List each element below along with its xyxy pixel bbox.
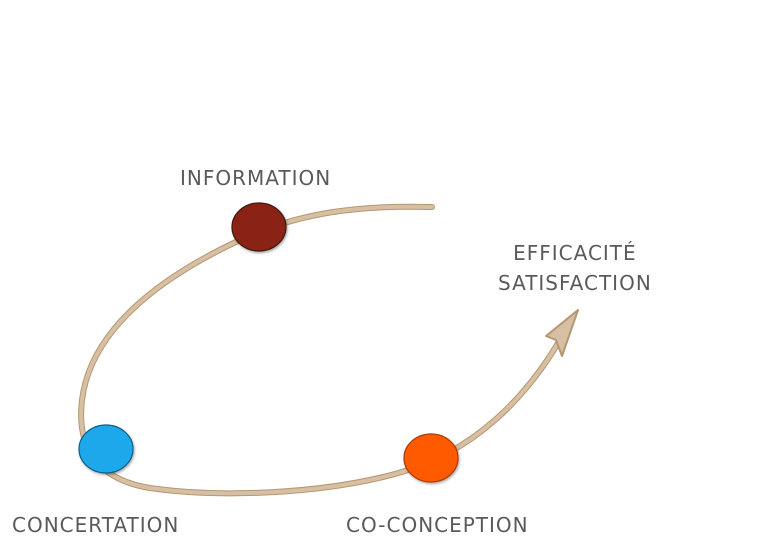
result-label: EFFICACITÉ SATISFACTION [498,238,652,298]
stage-dot-coconception [403,433,459,483]
stage-dot-concertation [78,424,134,474]
result-line-satisfaction: SATISFACTION [498,271,652,295]
stage-label-information: INFORMATION [180,166,332,190]
stage-label-concertation: CONCERTATION [12,513,180,537]
stage-dot-information [231,202,287,252]
result-line-efficacite: EFFICACITÉ [513,241,637,265]
stage-label-coconception: CO-CONCEPTION [346,513,529,537]
arrow-head [545,309,579,357]
